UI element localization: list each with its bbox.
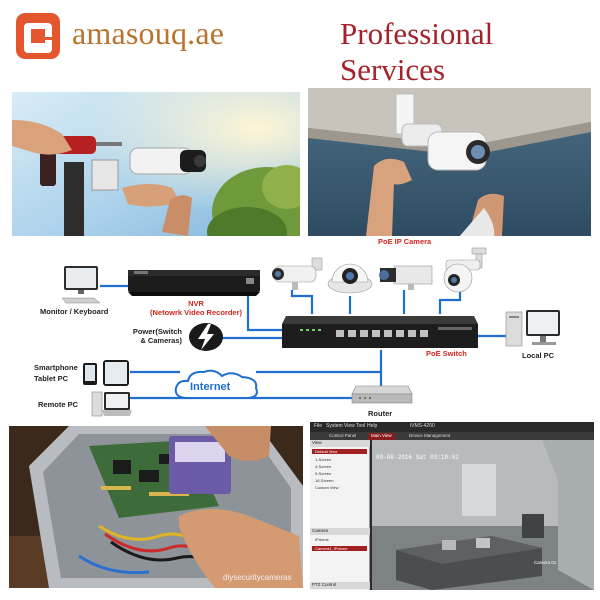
local-pc-label: Local PC xyxy=(522,351,555,360)
power-label-line1: Power(Switch xyxy=(132,327,182,336)
nvr-title: NVR xyxy=(188,299,204,308)
ptz-camera-icon xyxy=(443,247,487,293)
menu-system[interactable]: System xyxy=(326,423,343,429)
tab-main-view[interactable]: Main View xyxy=(368,433,395,440)
camera-item-selected[interactable]: Camera1_IPdome xyxy=(312,546,367,551)
camera-group-item[interactable]: IPdome xyxy=(315,537,329,542)
amasouq-logo-icon[interactable] xyxy=(16,13,60,59)
desktop-pc-icon xyxy=(505,310,560,347)
nvr-label: NVR (Netowrk Video Recorder) xyxy=(150,299,242,317)
camera-osd-timestamp: 09-08-2016 Sat 03:19:02 xyxy=(376,454,459,461)
dome-camera-icon xyxy=(327,263,373,294)
repairing-nvr-board-photo: diysecuritycameras xyxy=(9,426,303,588)
monitor-label: Monitor / Keyboard xyxy=(40,307,109,316)
laptop-icon xyxy=(91,391,132,417)
poe-switch-label: PoE Switch xyxy=(426,349,467,358)
cctv-software-live-view-photo: File System View Tool Help iVMS-4200 Con… xyxy=(310,422,594,590)
software-sidebar: View Default View 1-Screen 4-Screen 9-Sc… xyxy=(310,440,370,590)
menu-tool[interactable]: Tool xyxy=(356,423,366,429)
page-header: amasouq.ae Professional Services xyxy=(0,0,600,87)
poe-camera-label: PoE IP Camera xyxy=(378,237,432,246)
nvr-icon xyxy=(128,270,260,296)
router-label: Router xyxy=(368,409,393,418)
software-tabs: Control Panel Main View Device Managemen… xyxy=(310,432,594,440)
tab-device-management[interactable]: Device Management xyxy=(409,433,451,438)
installing-bullet-camera-photo xyxy=(12,92,300,236)
sidebar-view-heading: View xyxy=(310,440,370,447)
page-tagline: Professional Services xyxy=(340,16,494,87)
tablet-label: Tablet PC xyxy=(34,374,69,383)
power-icon xyxy=(189,323,223,351)
sidebar-item-custom-view[interactable]: Custom View xyxy=(315,485,339,490)
cctv-network-diagram: Monitor / Keyboard NVR (Netowrk Video Re… xyxy=(0,237,600,424)
remote-pc-label: Remote PC xyxy=(38,400,79,409)
software-title: iVMS-4200 xyxy=(410,423,435,429)
internet-label: Internet xyxy=(190,381,231,393)
smartphone-label: Smartphone xyxy=(34,363,78,372)
sidebar-item-default-view[interactable]: Default View xyxy=(312,449,367,454)
poe-switch-icon xyxy=(282,316,478,348)
monitor-icon xyxy=(62,266,101,304)
nvr-subtitle: (Netowrk Video Recorder) xyxy=(150,307,242,317)
router-icon xyxy=(351,385,413,404)
menu-help[interactable]: Help xyxy=(367,423,378,429)
power-label: Power(Switch & Cameras) xyxy=(128,327,182,345)
mounting-ceiling-camera-photo xyxy=(308,88,591,236)
power-label-line2: & Cameras) xyxy=(140,335,182,345)
sidebar-item-4-screen[interactable]: 4-Screen xyxy=(315,464,332,469)
camera-name-label: Camera 01 xyxy=(534,560,557,565)
photo-watermark: diysecuritycameras xyxy=(223,573,292,582)
bullet-camera-icon xyxy=(272,257,323,290)
tab-control-panel[interactable]: Control Panel xyxy=(329,433,357,438)
sidebar-item-9-screen[interactable]: 9-Screen xyxy=(315,471,332,476)
sidebar-item-16-screen[interactable]: 16-Screen xyxy=(315,478,334,483)
cloud-icon xyxy=(174,369,258,399)
menu-view[interactable]: View xyxy=(344,423,355,429)
software-menubar: File System View Tool Help iVMS-4200 xyxy=(310,422,594,432)
sidebar-item-1-screen[interactable]: 1-Screen xyxy=(315,457,332,462)
brand-name[interactable]: amasouq.ae xyxy=(72,15,225,51)
menu-file[interactable]: File xyxy=(314,423,323,429)
tablet-icon xyxy=(103,360,129,386)
sidebar-camera-heading: Camera xyxy=(310,528,370,535)
smartphone-icon xyxy=(83,363,97,385)
camera-feed-view[interactable] xyxy=(372,440,594,590)
box-camera-icon xyxy=(379,265,433,290)
sidebar-ptz-heading: PTZ Control xyxy=(310,582,370,589)
